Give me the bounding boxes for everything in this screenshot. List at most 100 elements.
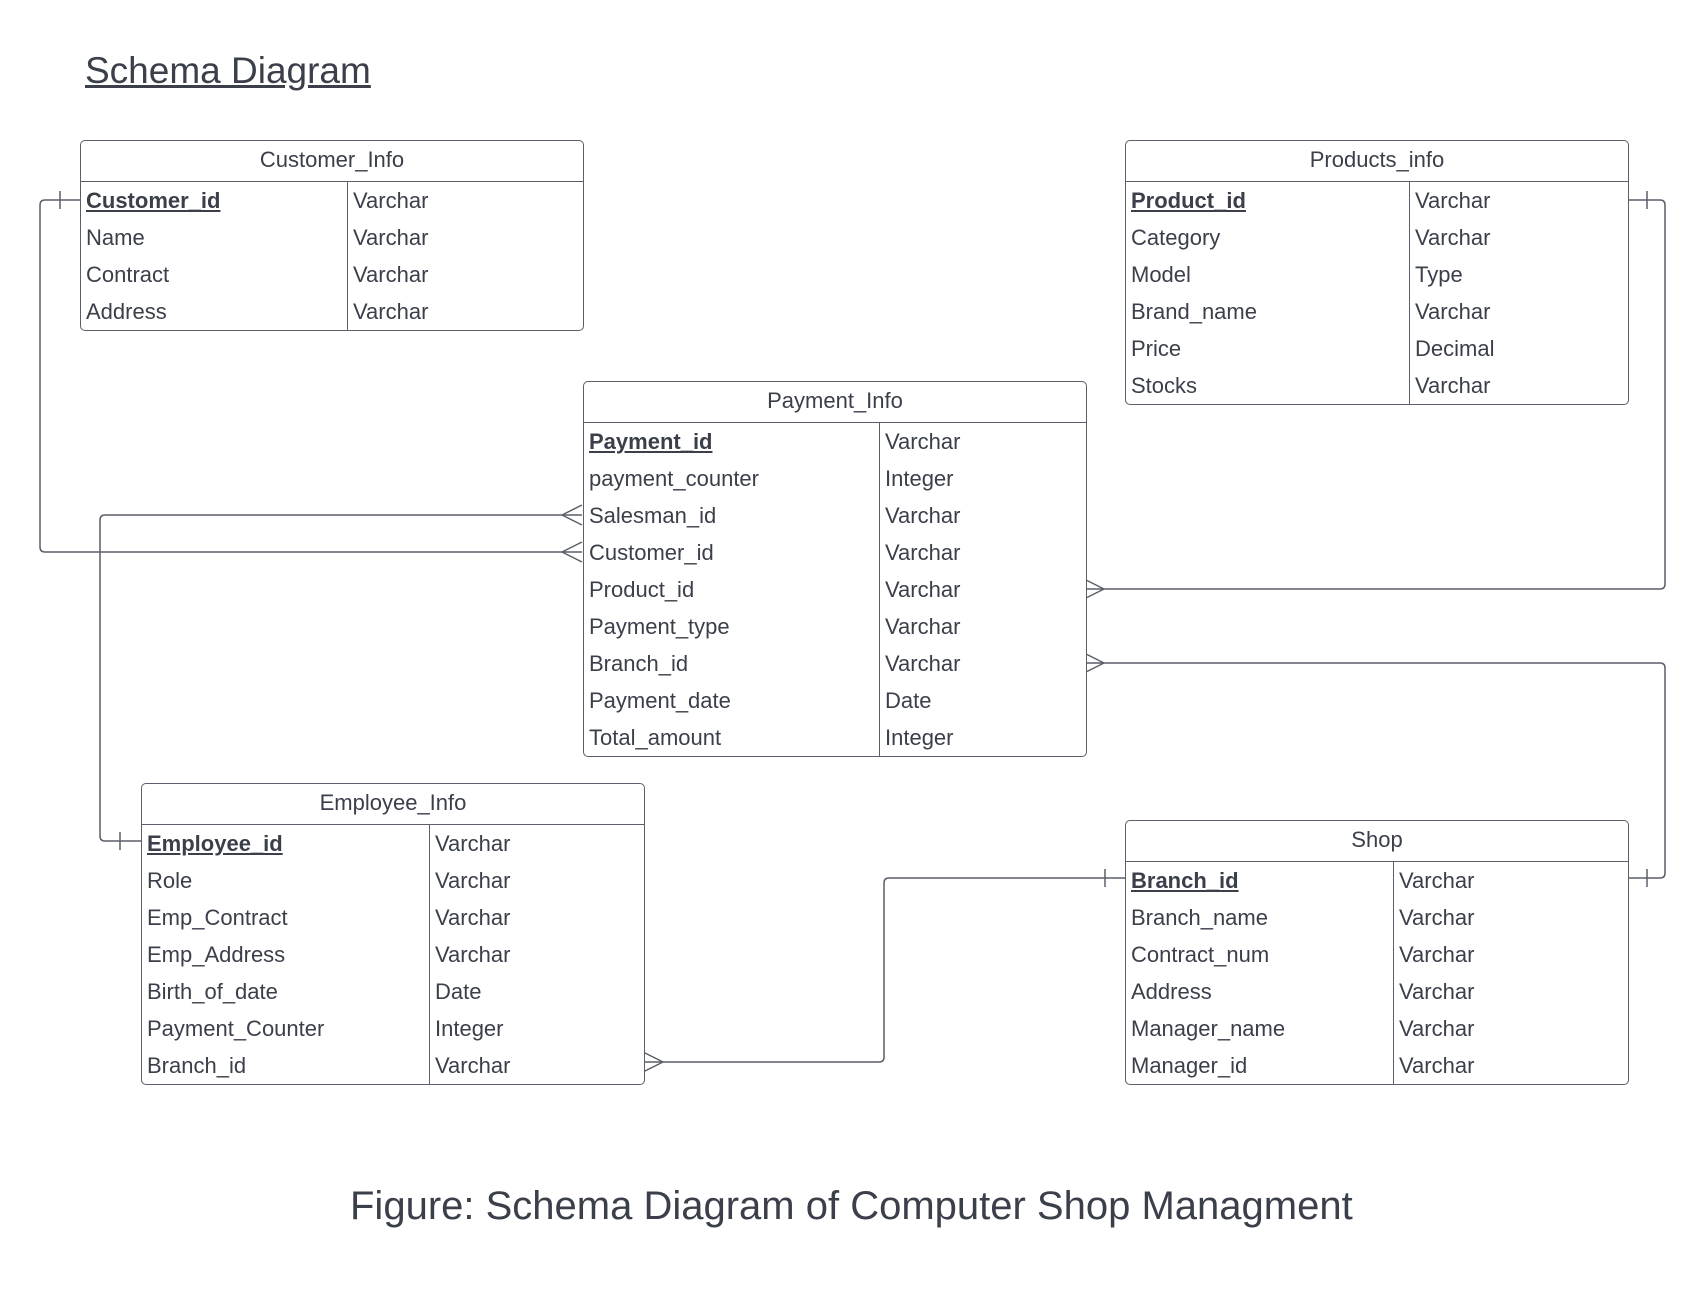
field-type: Varchar <box>1399 942 1475 967</box>
field-name: Manager_id <box>1131 1053 1248 1078</box>
column-divider <box>429 825 430 1084</box>
field-name: Customer_id <box>86 188 221 213</box>
entity-title: Payment_Info <box>584 382 1086 423</box>
field-name: Birth_of_date <box>147 979 278 1004</box>
link-shop-payment <box>1084 662 1666 879</box>
field-type: Varchar <box>1415 299 1491 324</box>
field-name: Product_id <box>589 577 695 602</box>
field-type: Date <box>435 979 482 1004</box>
field-type: Varchar <box>1399 1053 1475 1078</box>
field-type: Varchar <box>1415 225 1491 250</box>
field-type: Varchar <box>885 651 961 676</box>
field-type: Varchar <box>1399 979 1475 1004</box>
field-type: Varchar <box>885 540 961 565</box>
field-type: Type <box>1415 262 1463 287</box>
many-marker-payment-customer <box>561 541 583 563</box>
field-type: Varchar <box>435 868 511 893</box>
field-type: Decimal <box>1415 336 1495 361</box>
field-name: Name <box>86 225 145 250</box>
field-row: Emp_Address Varchar <box>142 936 644 973</box>
field-type: Varchar <box>885 614 961 639</box>
field-name: Contract_num <box>1131 942 1270 967</box>
field-row: Customer_id Varchar <box>584 534 1086 571</box>
field-type: Integer <box>885 466 954 491</box>
column-divider <box>1409 182 1410 404</box>
field-name: Address <box>1131 979 1212 1004</box>
field-name: Product_id <box>1131 188 1246 213</box>
many-marker-payment-branch <box>1083 652 1105 674</box>
field-row: Role Varchar <box>142 862 644 899</box>
many-marker-payment-salesman <box>561 504 583 526</box>
field-row: payment_counter Integer <box>584 460 1086 497</box>
field-name: Address <box>86 299 167 324</box>
field-name: Customer_id <box>589 540 714 565</box>
many-marker-payment-product <box>1083 578 1105 600</box>
field-type: Varchar <box>435 942 511 967</box>
field-row: Model Type <box>1126 256 1628 293</box>
field-name: Role <box>147 868 193 893</box>
field-row: Product_id Varchar <box>584 571 1086 608</box>
field-row: Address Varchar <box>81 293 583 330</box>
field-row: Manager_id Varchar <box>1126 1047 1628 1084</box>
field-name: Branch_id <box>1131 868 1239 893</box>
diagram-title: Schema Diagram <box>85 50 371 91</box>
field-name: Brand_name <box>1131 299 1257 324</box>
field-name: Model <box>1131 262 1191 287</box>
field-row: Address Varchar <box>1126 973 1628 1010</box>
field-type: Varchar <box>885 577 961 602</box>
field-type: Varchar <box>1399 1016 1475 1041</box>
field-type: Date <box>885 688 932 713</box>
link-customer-payment <box>39 199 582 553</box>
field-row: Price Decimal <box>1126 330 1628 367</box>
field-name: Emp_Address <box>147 942 286 967</box>
field-row: Branch_id Varchar <box>1126 862 1628 899</box>
link-employee-payment <box>99 514 582 842</box>
field-row: Customer_id Varchar <box>81 182 583 219</box>
field-type: Varchar <box>353 299 429 324</box>
column-divider <box>347 182 348 330</box>
entity-title: Customer_Info <box>81 141 583 182</box>
link-product-payment <box>1084 199 1666 590</box>
figure-caption: Figure: Schema Diagram of Computer Shop … <box>350 1184 1353 1228</box>
field-type: Varchar <box>353 262 429 287</box>
field-name: payment_counter <box>589 466 759 491</box>
field-type: Integer <box>435 1016 504 1041</box>
field-row: Contract_num Varchar <box>1126 936 1628 973</box>
field-row: Birth_of_date Date <box>142 973 644 1010</box>
link-shop-employee <box>643 877 1125 1063</box>
field-row: Brand_name Varchar <box>1126 293 1628 330</box>
field-type: Varchar <box>885 429 961 454</box>
field-row: Contract Varchar <box>81 256 583 293</box>
field-type: Varchar <box>885 503 961 528</box>
field-type: Varchar <box>353 188 429 213</box>
field-type: Varchar <box>1399 905 1475 930</box>
entity-title: Products_info <box>1126 141 1628 182</box>
field-name: Category <box>1131 225 1221 250</box>
field-type: Varchar <box>1399 868 1475 893</box>
field-name: Emp_Contract <box>147 905 288 930</box>
field-name: Contract <box>86 262 170 287</box>
field-name: Price <box>1131 336 1182 361</box>
